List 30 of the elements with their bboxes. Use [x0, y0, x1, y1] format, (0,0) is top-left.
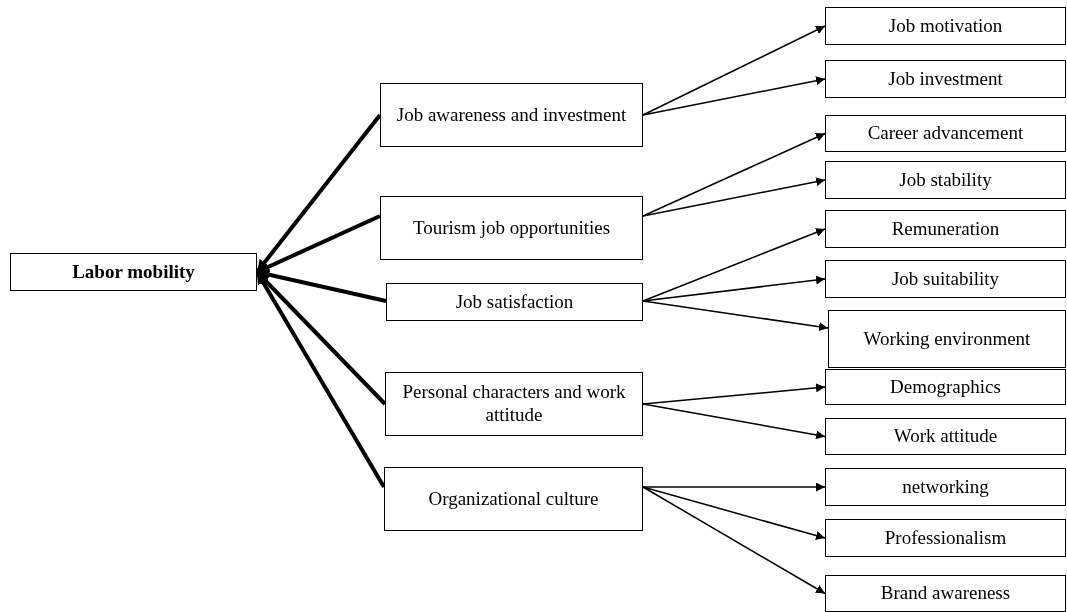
indicator-box: Job stability	[825, 161, 1066, 199]
arrow	[642, 132, 826, 217]
factor-box: Personal characters and work attitude	[385, 372, 643, 436]
indicator-box: Professionalism	[825, 519, 1066, 557]
indicator-box: Work attitude	[825, 418, 1066, 455]
factor-box: Job awareness and investment	[380, 83, 643, 147]
factor-box: Tourism job opportunities	[380, 196, 643, 260]
indicator-box: Job motivation	[825, 7, 1066, 45]
arrow	[642, 383, 826, 405]
arrow	[642, 76, 826, 116]
root-concept-box: Labor mobility	[10, 253, 257, 291]
arrow	[642, 482, 826, 492]
indicator-box: Working environment	[828, 310, 1066, 368]
factor-box: Job satisfaction	[386, 283, 643, 321]
indicator-box: Remuneration	[825, 210, 1066, 248]
arrow	[642, 486, 826, 595]
arrow	[642, 300, 829, 332]
arrow	[642, 486, 826, 540]
indicator-box: Career advancement	[825, 115, 1066, 152]
arrow	[642, 25, 826, 116]
indicator-box: networking	[825, 468, 1066, 506]
arrow	[642, 177, 826, 217]
arrow	[642, 403, 826, 440]
arrow	[642, 228, 826, 302]
factor-box: Organizational culture	[384, 467, 643, 531]
indicator-box: Job investment	[825, 60, 1066, 98]
indicator-box: Demographics	[825, 369, 1066, 405]
indicator-box: Job suitability	[825, 260, 1066, 298]
indicator-box: Brand awareness	[825, 575, 1066, 612]
arrow	[642, 275, 826, 302]
